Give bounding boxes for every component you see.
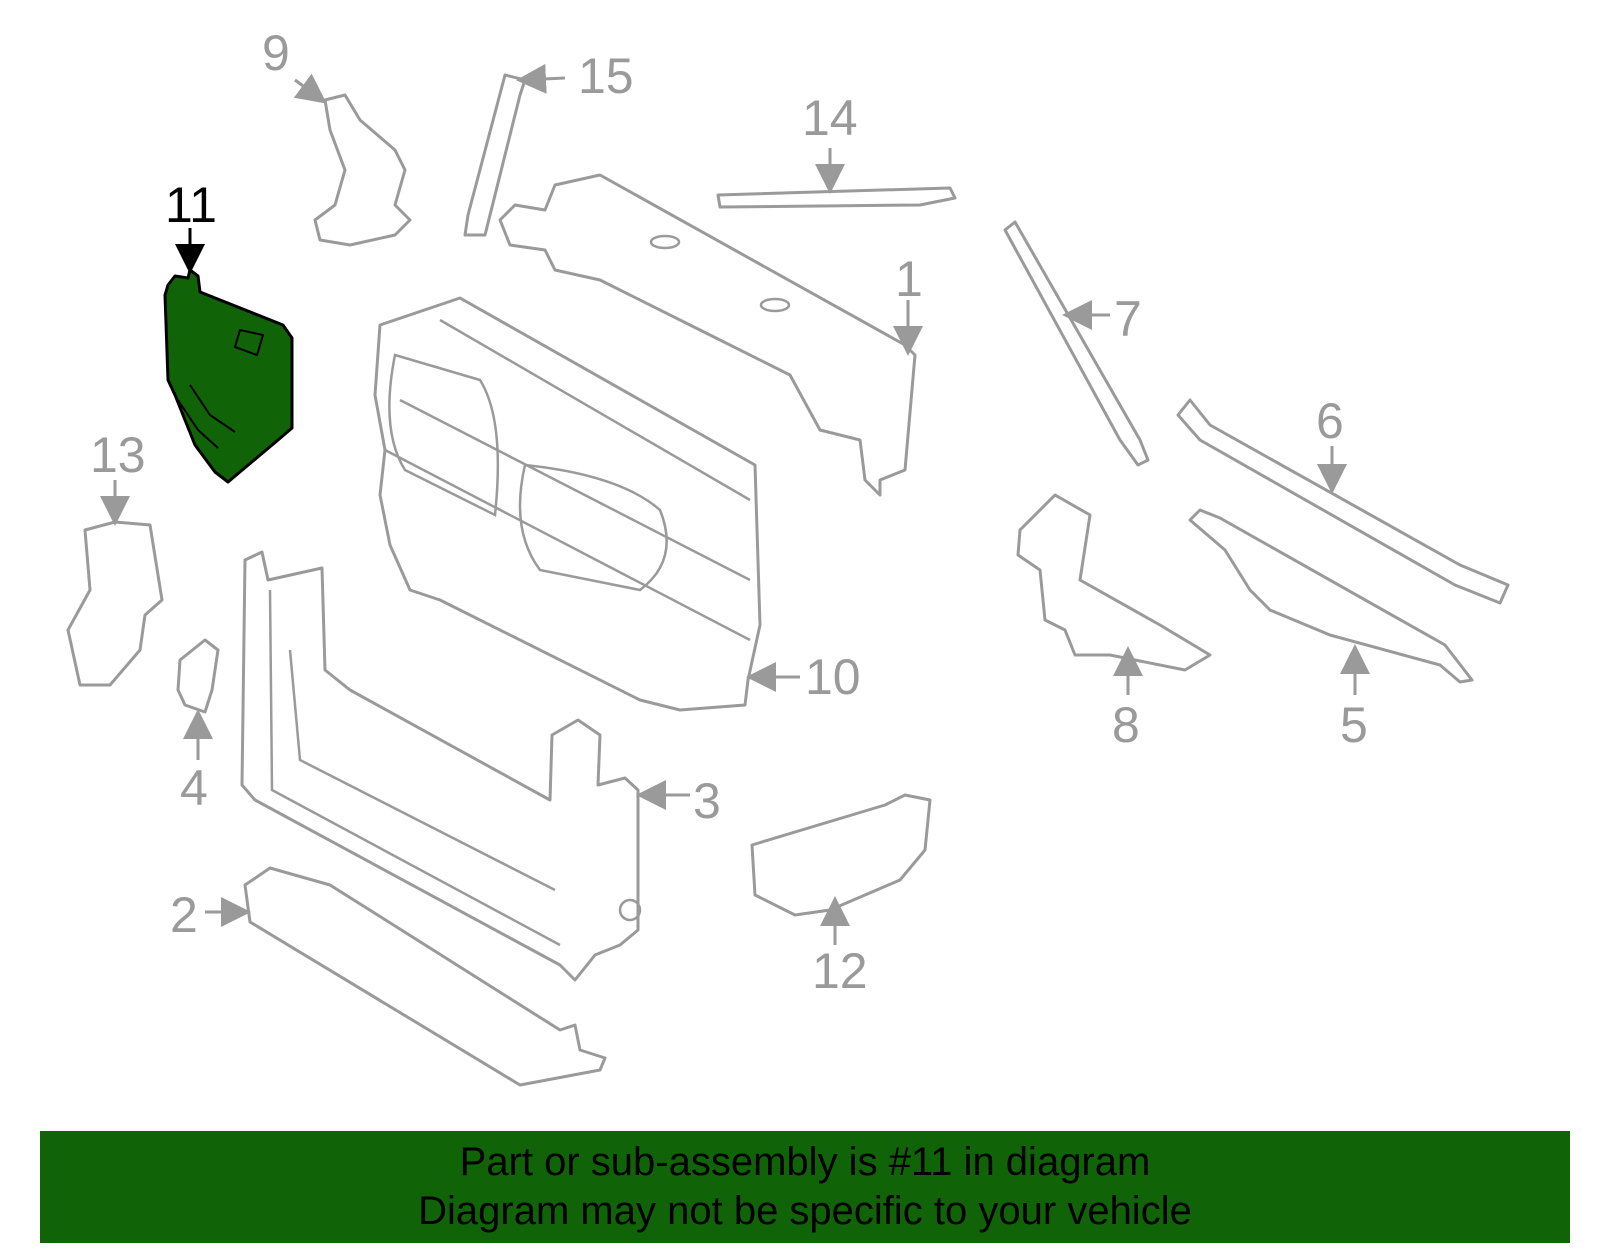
- info-banner: Part or sub-assembly is #11 in diagram D…: [40, 1131, 1570, 1243]
- callout-6[interactable]: 6: [1316, 393, 1344, 449]
- part-14-bar[interactable]: [716, 186, 957, 209]
- callout-7[interactable]: 7: [1114, 291, 1142, 347]
- callout-4[interactable]: 4: [180, 760, 208, 816]
- banner-line-1: Part or sub-assembly is #11 in diagram: [459, 1140, 1151, 1184]
- callout-3[interactable]: 3: [693, 773, 721, 829]
- callout-15[interactable]: 15: [578, 48, 634, 104]
- part-6-bar[interactable]: [1176, 398, 1510, 605]
- callout-10[interactable]: 10: [805, 649, 861, 705]
- callout-11-selected[interactable]: 11: [165, 177, 217, 233]
- callout-5[interactable]: 5: [1340, 697, 1368, 753]
- part-11-highlighted[interactable]: [163, 268, 294, 484]
- part-5-panel[interactable]: [1188, 508, 1474, 684]
- part-2-lower-deflector[interactable]: [243, 866, 607, 1087]
- part-9-bracket[interactable]: [313, 93, 412, 247]
- part-10-grille-shutter[interactable]: [373, 296, 762, 712]
- callout-13[interactable]: 13: [90, 427, 146, 483]
- part-12-duct[interactable]: [750, 793, 932, 917]
- callout-12[interactable]: 12: [812, 943, 868, 999]
- banner-line-2: Diagram may not be specific to your vehi…: [418, 1189, 1192, 1233]
- part-1-upper-carrier[interactable]: [498, 173, 917, 497]
- callout-8[interactable]: 8: [1112, 697, 1140, 753]
- part-3-frame[interactable]: [240, 550, 640, 982]
- part-7-strut[interactable]: [1003, 220, 1150, 467]
- part-8-duct[interactable]: [1016, 493, 1212, 672]
- callout-9[interactable]: 9: [262, 25, 290, 81]
- callout-1[interactable]: 1: [895, 251, 923, 307]
- part-13-bracket[interactable]: [66, 520, 164, 687]
- callout-14[interactable]: 14: [802, 90, 858, 146]
- callout-2[interactable]: 2: [170, 887, 198, 943]
- part-4-clip[interactable]: [176, 638, 220, 714]
